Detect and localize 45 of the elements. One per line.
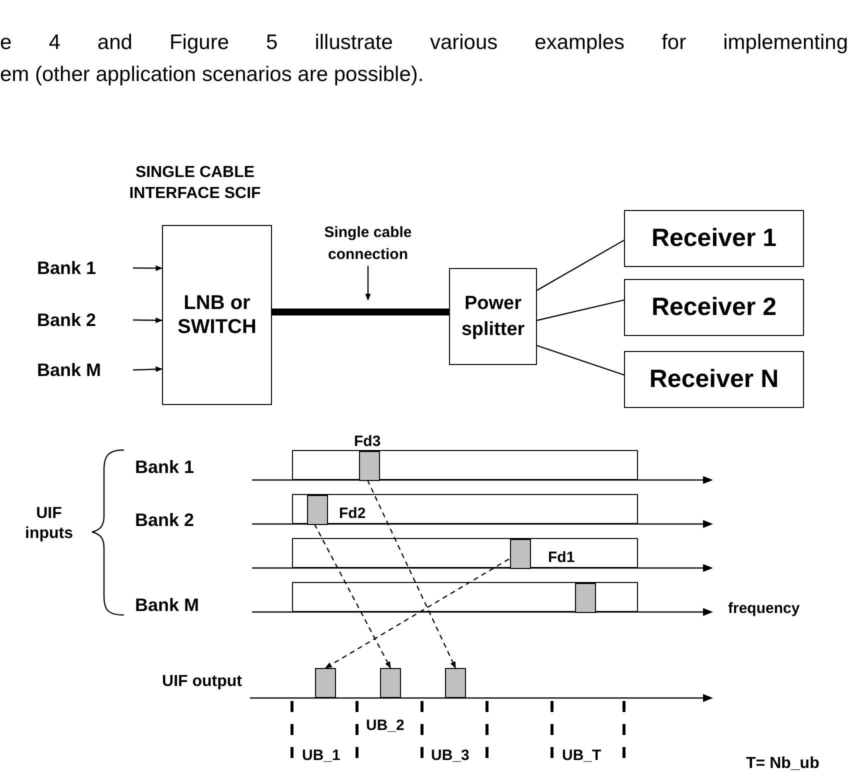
channel-block xyxy=(445,668,466,698)
output-label: UIF output xyxy=(162,672,242,692)
splitter-box: Power splitter xyxy=(449,268,537,365)
arrow xyxy=(324,558,510,669)
frequency-label: Fd2 xyxy=(339,504,366,524)
frequency-label: Fd3 xyxy=(354,432,381,452)
channel-block xyxy=(307,495,328,525)
band-label: UB_3 xyxy=(431,746,470,766)
section-heading: SINGLE CABLE INTERFACE SCIF xyxy=(128,163,262,204)
callout-label: Single cable connection xyxy=(300,222,436,266)
bank-label: Bank 2 xyxy=(135,509,194,532)
bank-label: Bank 2 xyxy=(37,309,133,331)
axis-label: frequency xyxy=(728,599,800,619)
bank-label: Bank M xyxy=(135,594,200,617)
formula-label: T= Nb_ub xyxy=(746,754,820,774)
frequency-band xyxy=(292,582,638,612)
bank-label: Bank 1 xyxy=(37,257,133,279)
channel-block xyxy=(359,451,380,481)
channel-block xyxy=(315,668,336,698)
bank-label: Bank M xyxy=(37,359,133,381)
channel-block xyxy=(380,668,401,698)
arrow xyxy=(132,366,163,372)
receiver-box: Receiver 1 xyxy=(624,210,804,267)
band-label: UB_2 xyxy=(366,716,404,736)
body-text: em (other application scenarios are possible). xyxy=(0,62,424,88)
bank-label: Bank 1 xyxy=(135,456,194,479)
receiver-box: Receiver N xyxy=(624,351,804,408)
group-label: UIF inputs xyxy=(24,504,74,544)
arrow xyxy=(133,318,163,324)
switch-box: LNB or SWITCH xyxy=(162,225,272,405)
receiver-box: Receiver 2 xyxy=(624,279,804,336)
band-label: UB_1 xyxy=(302,746,340,766)
body-text: e 4 and Figure 5 illustrate various examples for implementing xyxy=(0,30,848,56)
frequency-band xyxy=(292,538,638,568)
channel-block xyxy=(575,583,596,613)
frequency-band xyxy=(292,494,638,524)
frequency-band xyxy=(292,450,638,480)
arrow xyxy=(314,524,392,669)
cable-line xyxy=(272,308,449,316)
arrow xyxy=(133,265,163,271)
arrow xyxy=(366,480,456,669)
arrow xyxy=(365,266,371,301)
channel-block xyxy=(510,539,531,569)
frequency-label: Fd1 xyxy=(548,548,575,568)
band-label: UB_T xyxy=(562,746,602,766)
